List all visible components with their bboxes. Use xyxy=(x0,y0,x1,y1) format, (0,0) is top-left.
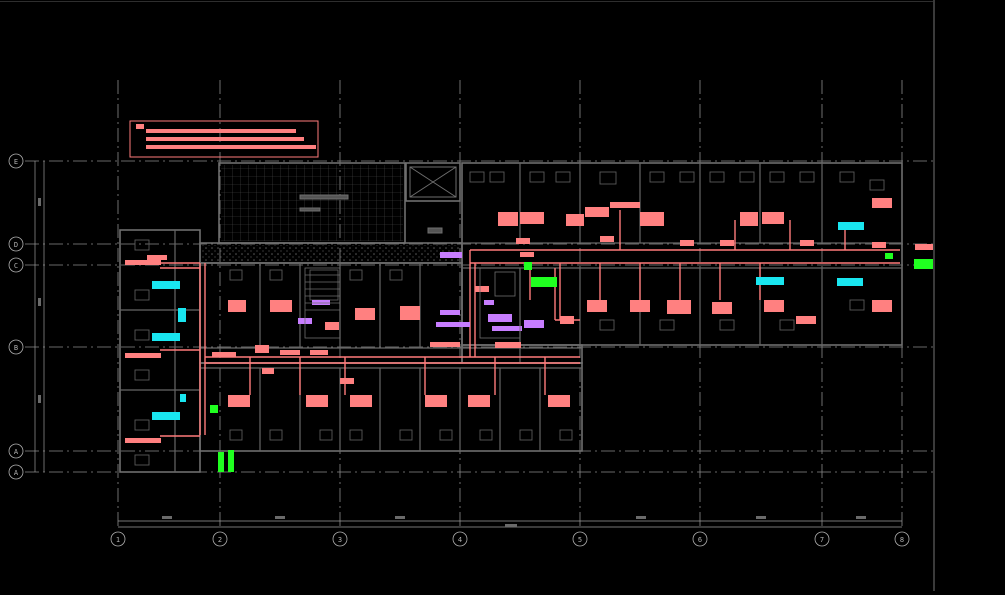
elevator-shaft xyxy=(299,166,457,234)
grid-label-col-2: 2 xyxy=(218,536,222,544)
grid-label-col-6: 6 xyxy=(698,536,702,544)
grid-label-col-1: 1 xyxy=(116,536,120,544)
grid-label-col-5: 5 xyxy=(578,536,582,544)
room-fixtures xyxy=(134,171,885,466)
grid-label-row-a2: A xyxy=(14,469,19,477)
viewport-border xyxy=(933,0,935,591)
hvac-floor-plan: 1 2 3 4 5 6 7 8 E D C B A A xyxy=(8,80,938,547)
grid-label-row-b: B xyxy=(14,344,18,352)
purple-tags xyxy=(298,252,544,331)
legend-box xyxy=(129,120,319,158)
equipment-tags xyxy=(125,198,935,443)
grid-label-row-d: D xyxy=(14,241,18,249)
grid-label-col-8: 8 xyxy=(900,536,904,544)
roof-hatch xyxy=(221,165,403,241)
dimension-lines xyxy=(34,161,902,528)
green-outdoor-units xyxy=(210,253,938,472)
cyan-fan-coil-units xyxy=(152,222,864,420)
grid-label-row-e: E xyxy=(14,158,18,166)
grid-label-col-7: 7 xyxy=(820,536,824,544)
grid-label-col-4: 4 xyxy=(458,536,462,544)
grid-label-row-c: C xyxy=(14,262,18,270)
grid-bubble-labels: 1 2 3 4 5 6 7 8 E D C B A A xyxy=(14,158,904,544)
cad-viewport[interactable]: 1 2 3 4 5 6 7 8 E D C B A A xyxy=(0,0,938,591)
stair-core xyxy=(304,267,521,339)
viewport-top-border xyxy=(0,1,933,2)
grid-label-col-3: 3 xyxy=(338,536,342,544)
corridor-hatch xyxy=(202,245,460,262)
grid-bubbles xyxy=(8,153,910,547)
grid-label-row-a1: A xyxy=(14,448,19,456)
